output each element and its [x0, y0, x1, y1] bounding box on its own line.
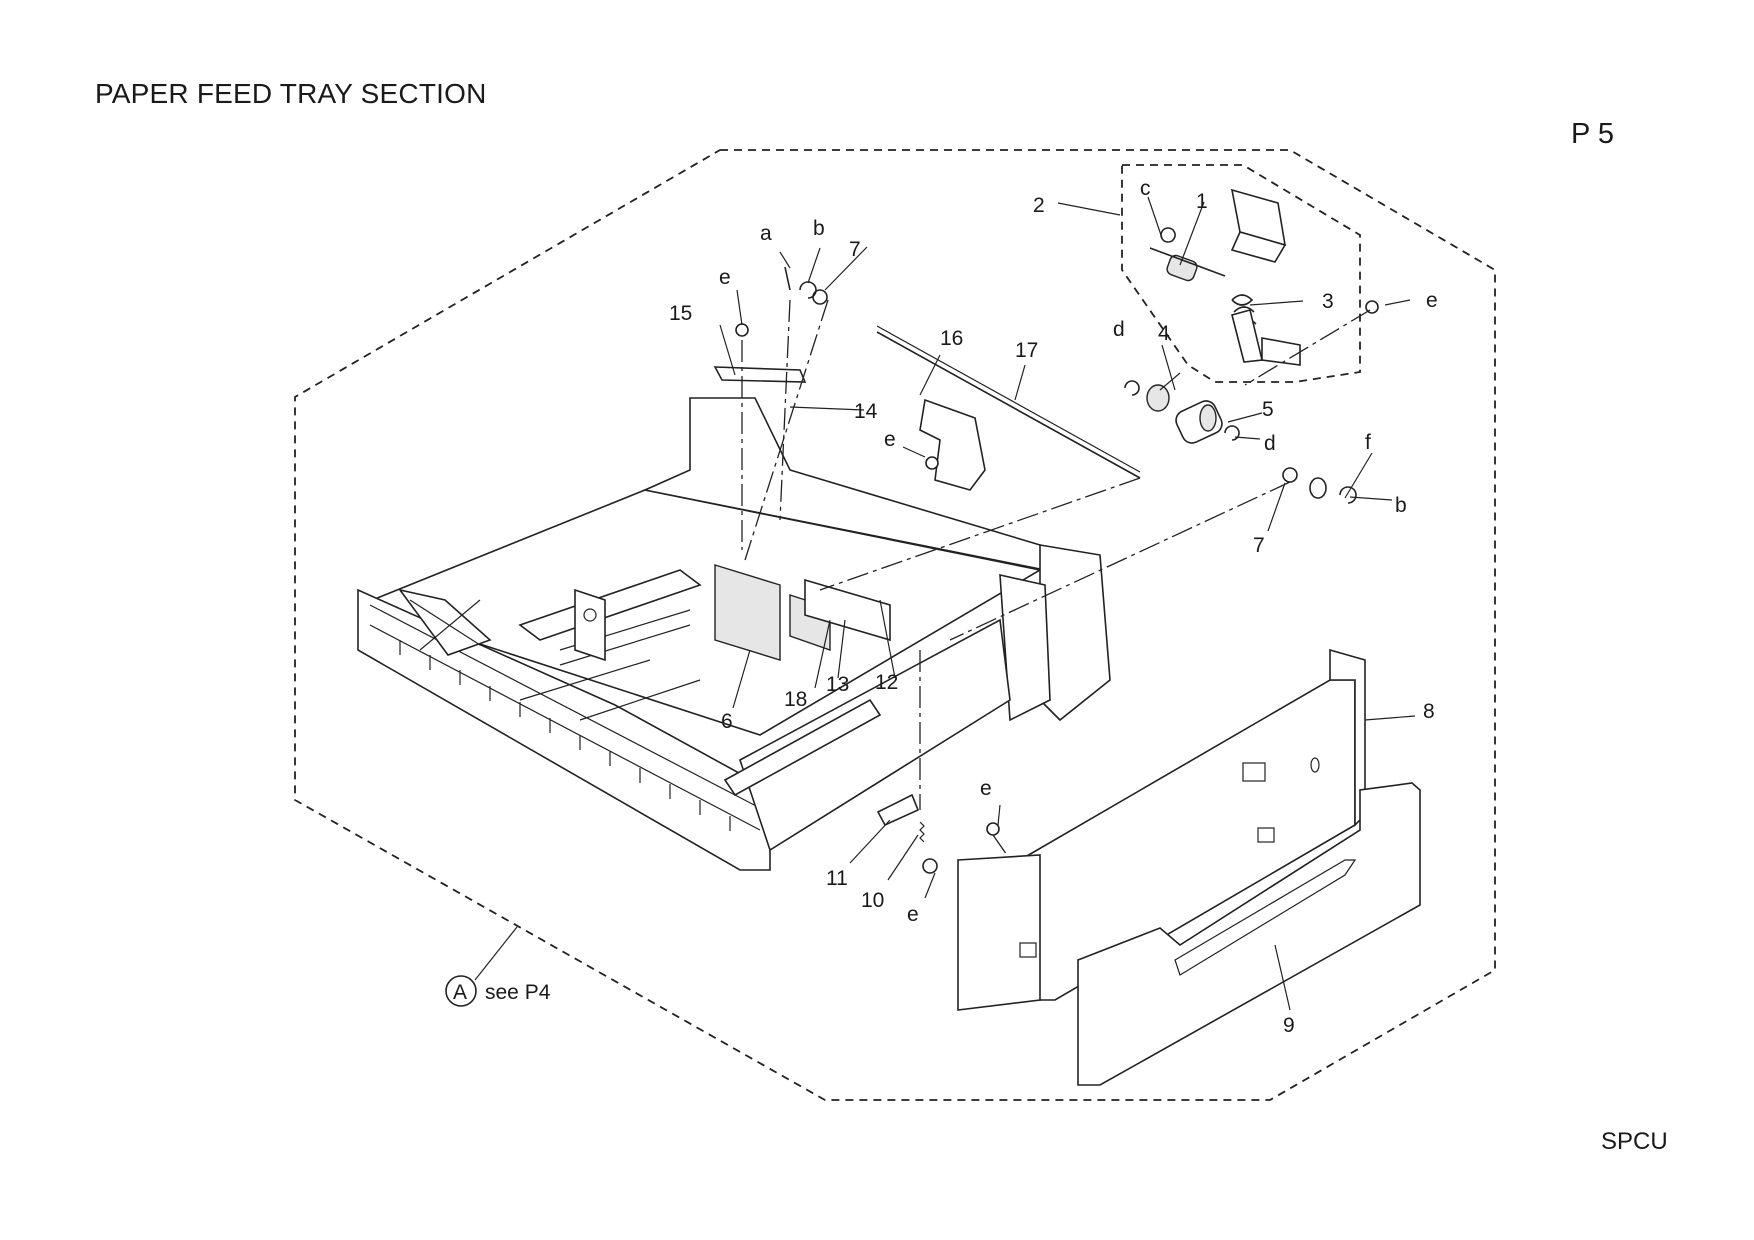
callout-15: 15 — [669, 302, 692, 325]
callout-5: 5 — [1262, 398, 1274, 421]
callout-f: f — [1365, 431, 1371, 454]
callout-e-right: e — [1426, 289, 1438, 312]
callout-e-bottom: e — [980, 777, 992, 800]
callout-14: 14 — [854, 400, 878, 423]
pickup-assembly — [1149, 188, 1301, 366]
callout-d-right: d — [1264, 432, 1276, 455]
callout-16: 16 — [940, 327, 963, 350]
reference-letter: A — [453, 981, 467, 1004]
washer-7-right — [1282, 467, 1298, 483]
callout-1: 1 — [1196, 190, 1208, 213]
callout-7-right: 7 — [1253, 534, 1265, 557]
callout-10: 10 — [861, 889, 884, 912]
page-title: PAPER FEED TRAY SECTION — [95, 78, 487, 109]
callout-7-top: 7 — [849, 238, 861, 261]
roller-5 — [1175, 400, 1223, 444]
callout-e-top: e — [719, 266, 731, 289]
pin-a — [784, 266, 791, 291]
assembly-boundary — [1121, 164, 1361, 383]
callout-12: 12 — [875, 671, 898, 694]
callout-3: 3 — [1322, 290, 1334, 313]
stopper-11 — [876, 793, 920, 827]
callout-8: 8 — [1423, 700, 1435, 723]
callout-b-right: b — [1395, 494, 1407, 517]
clip-b-right — [1339, 486, 1357, 504]
callout-11: 11 — [826, 867, 848, 890]
clip-d-right — [1224, 425, 1240, 441]
reference-circle — [445, 975, 477, 1007]
spring-10 — [919, 821, 925, 843]
reference-text: see P4 — [485, 981, 551, 1004]
callout-9: 9 — [1283, 1014, 1295, 1037]
callout-e-front: e — [907, 903, 919, 926]
callout-labels: 1 2 3 4 5 6 7 7 8 9 10 11 12 13 14 15 16… — [669, 177, 1438, 1037]
clip-b-top — [799, 281, 817, 299]
callout-17: 17 — [1015, 339, 1038, 362]
screw-e-top — [735, 323, 749, 337]
reference-marker: A see P4 — [445, 975, 551, 1007]
callout-b-top: b — [813, 217, 825, 240]
roller-4 — [1146, 384, 1170, 412]
callout-c: c — [1140, 177, 1151, 200]
callout-13: 13 — [826, 673, 849, 696]
clip-d-left — [1124, 380, 1140, 396]
paper-tray-body — [357, 397, 1111, 871]
callout-a: a — [760, 222, 772, 245]
front-cover — [957, 648, 1366, 1011]
screw-e-bottom — [986, 822, 1000, 836]
callout-2: 2 — [1033, 194, 1045, 217]
feed-shaft — [876, 331, 1141, 479]
leader-lines — [474, 196, 1416, 1011]
callout-6: 6 — [721, 710, 733, 733]
section-boundary — [294, 149, 1496, 1101]
bracket-15 — [713, 366, 807, 383]
callout-4: 4 — [1158, 322, 1170, 345]
callout-e-mid: e — [884, 428, 896, 451]
screw-e-mid — [925, 456, 939, 470]
washer-f — [1309, 477, 1327, 499]
callout-d-left: d — [1113, 318, 1125, 341]
screw-e-front — [922, 858, 938, 874]
callout-18: 18 — [784, 688, 807, 711]
document-code: SPCU — [1601, 1128, 1668, 1155]
page-number: P 5 — [1571, 118, 1615, 150]
pickup-guide-bracket — [919, 398, 986, 491]
handle-cover — [1077, 782, 1421, 1086]
